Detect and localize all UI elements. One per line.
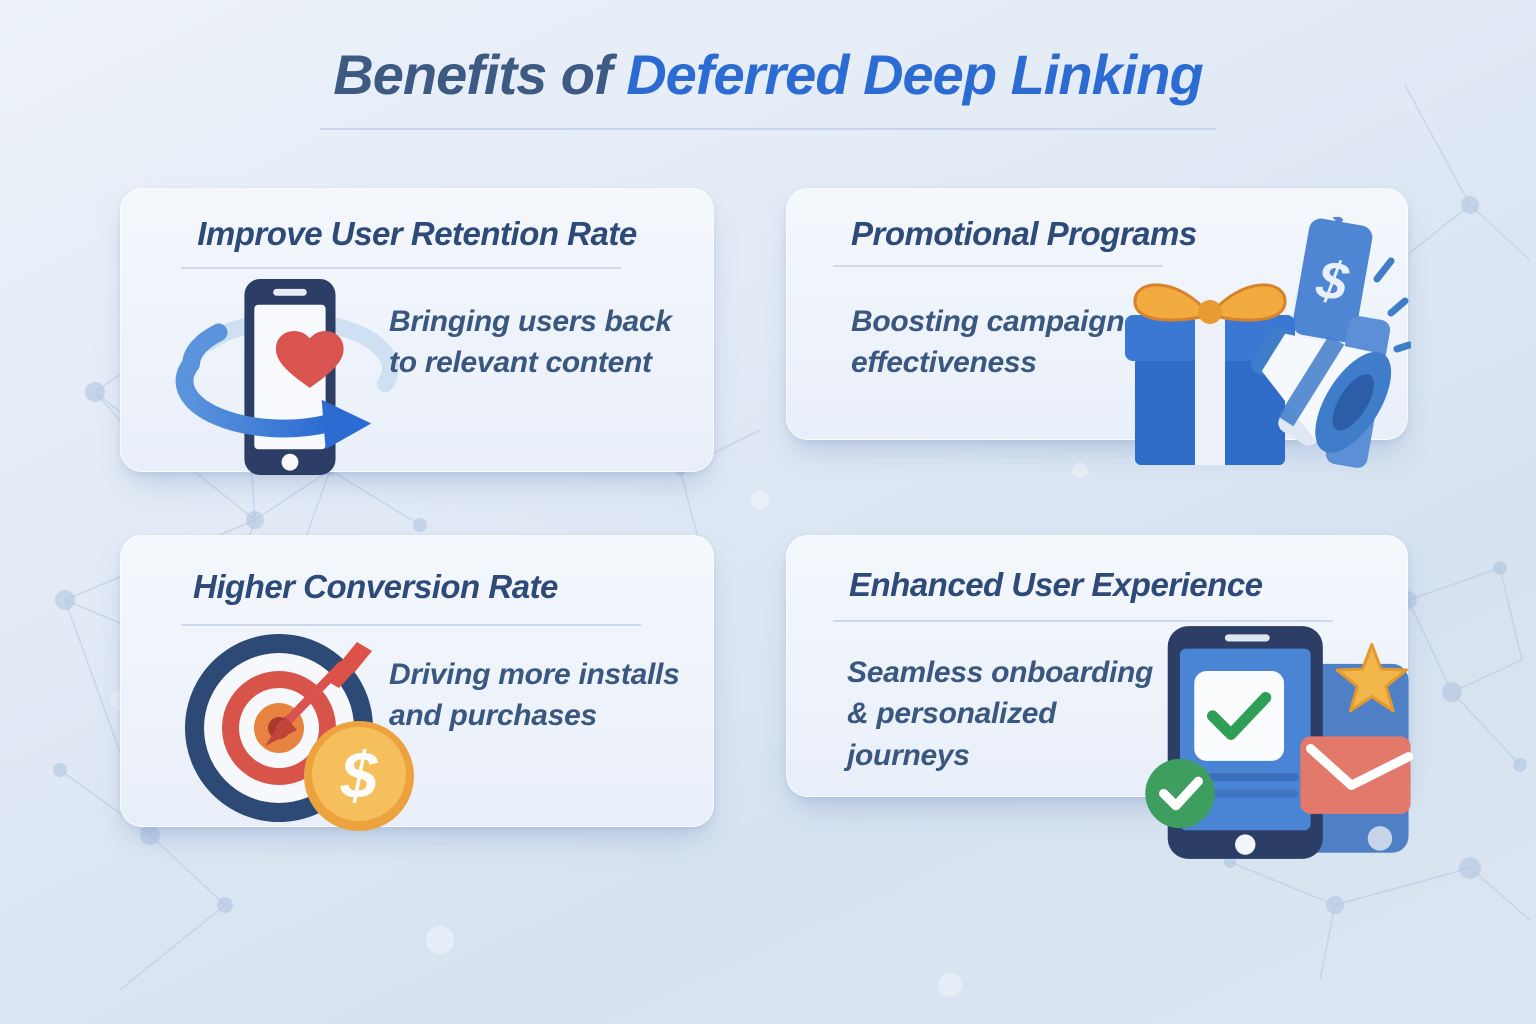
phone-check-star-icon bbox=[1139, 618, 1425, 868]
card-divider bbox=[833, 620, 1333, 622]
card-description: Driving more installs and purchases bbox=[389, 658, 680, 733]
card-improve-user-retention: Improve User Retention Rate Bring bbox=[120, 188, 714, 476]
card-title: Promotional Programs bbox=[851, 215, 1197, 252]
card-title: Higher Conversion Rate bbox=[193, 568, 558, 605]
svg-text:$: $ bbox=[340, 738, 379, 812]
card-enhanced-user-experience: Enhanced User Experience Seamless onboar… bbox=[786, 535, 1414, 859]
target-arrow-coin-icon: $ bbox=[179, 628, 423, 834]
gift-megaphone-icon: $ bbox=[1105, 196, 1413, 481]
card-title: Improve User Retention Rate bbox=[197, 215, 637, 252]
card-higher-conversion-rate: Higher Conversion Rate $ Driv bbox=[120, 535, 714, 831]
card-divider bbox=[833, 265, 1163, 267]
card-title: Enhanced User Experience bbox=[849, 566, 1263, 603]
card-description: Boosting campaign effectiveness bbox=[851, 305, 1125, 380]
card-description: Bringing users back to relevant content bbox=[389, 305, 672, 380]
title-divider bbox=[320, 128, 1216, 130]
title-highlight: Deferred Deep Linking bbox=[626, 43, 1203, 106]
card-divider bbox=[181, 624, 641, 626]
card-promotional-programs: Promotional Programs Boosting campaign e… bbox=[786, 188, 1413, 468]
phone-loop-heart-icon bbox=[167, 273, 405, 481]
card-description: Seamless onboarding & personalized journ… bbox=[847, 656, 1154, 772]
card-divider bbox=[181, 267, 621, 269]
title-prefix: Benefits of bbox=[333, 43, 612, 106]
page-title: Benefits of Deferred Deep Linking bbox=[0, 42, 1536, 107]
